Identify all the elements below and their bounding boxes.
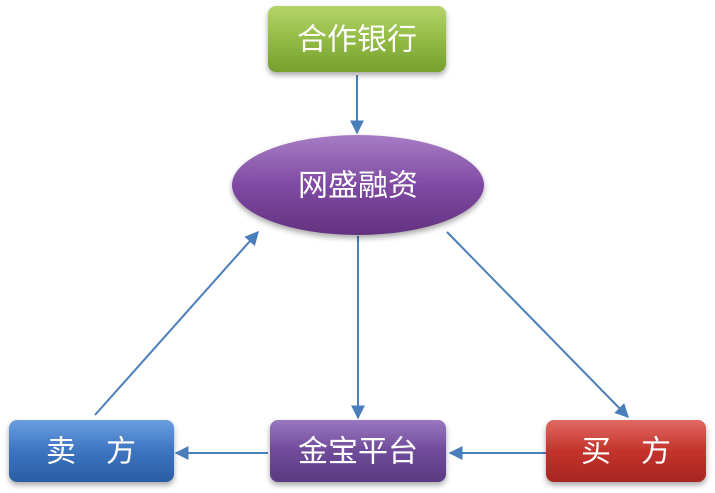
node-bank[interactable] bbox=[268, 6, 446, 72]
node-platform[interactable] bbox=[270, 420, 446, 482]
node-bank-label: 合作银行 bbox=[297, 23, 417, 58]
node-platform-label: 金宝平台 bbox=[298, 435, 418, 470]
node-finance[interactable] bbox=[232, 135, 484, 235]
node-buyer[interactable] bbox=[546, 420, 706, 482]
node-seller-label: 卖 方 bbox=[46, 435, 136, 470]
node-buyer-label: 买 方 bbox=[581, 435, 671, 470]
edge-seller-to-finance bbox=[94, 230, 259, 416]
edge-finance-to-buyer bbox=[446, 231, 629, 419]
edges bbox=[94, 75, 629, 460]
node-seller[interactable] bbox=[9, 420, 174, 482]
node-finance-label: 网盛融资 bbox=[298, 169, 418, 204]
